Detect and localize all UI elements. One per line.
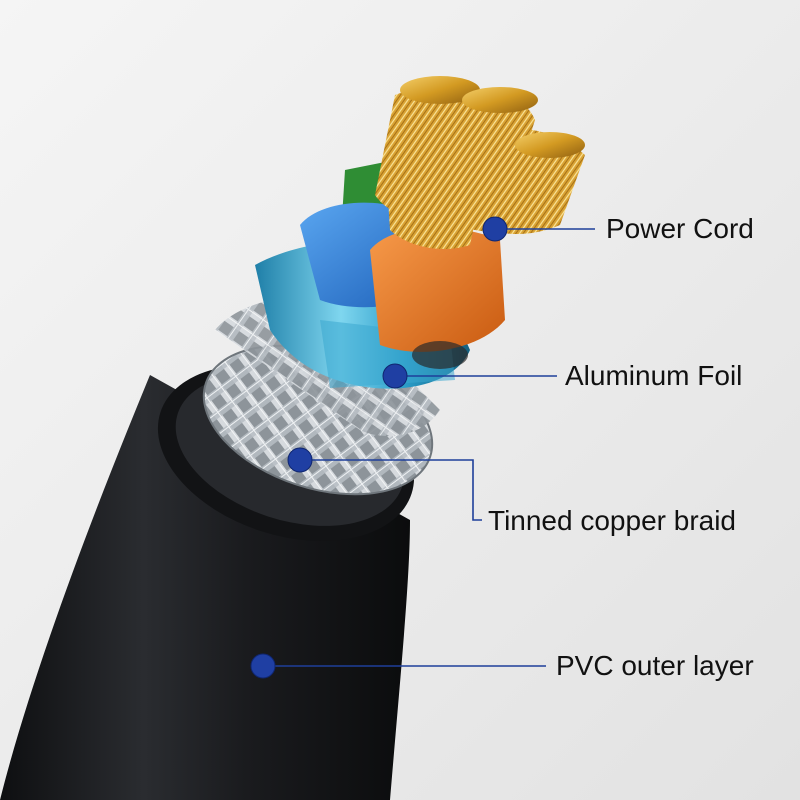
callout-label-power-cord: Power Cord <box>606 213 754 244</box>
callout-dot-tinned-copper-braid <box>287 447 313 473</box>
callout-dot-aluminum-foil <box>382 363 408 389</box>
callout-label-aluminum-foil: Aluminum Foil <box>565 360 743 391</box>
copper-conductors <box>375 76 585 250</box>
callout-label-pvc-outer-layer: PVC outer layer <box>556 650 754 681</box>
callout-dot-pvc-outer-layer <box>250 653 276 679</box>
callout-label-tinned-copper-braid: Tinned copper braid <box>488 505 737 536</box>
callout-dot-power-cord <box>482 216 508 242</box>
callout-dots <box>250 216 508 679</box>
callout-line-tinned-copper-braid <box>300 459 482 521</box>
callout-lines <box>263 228 595 667</box>
